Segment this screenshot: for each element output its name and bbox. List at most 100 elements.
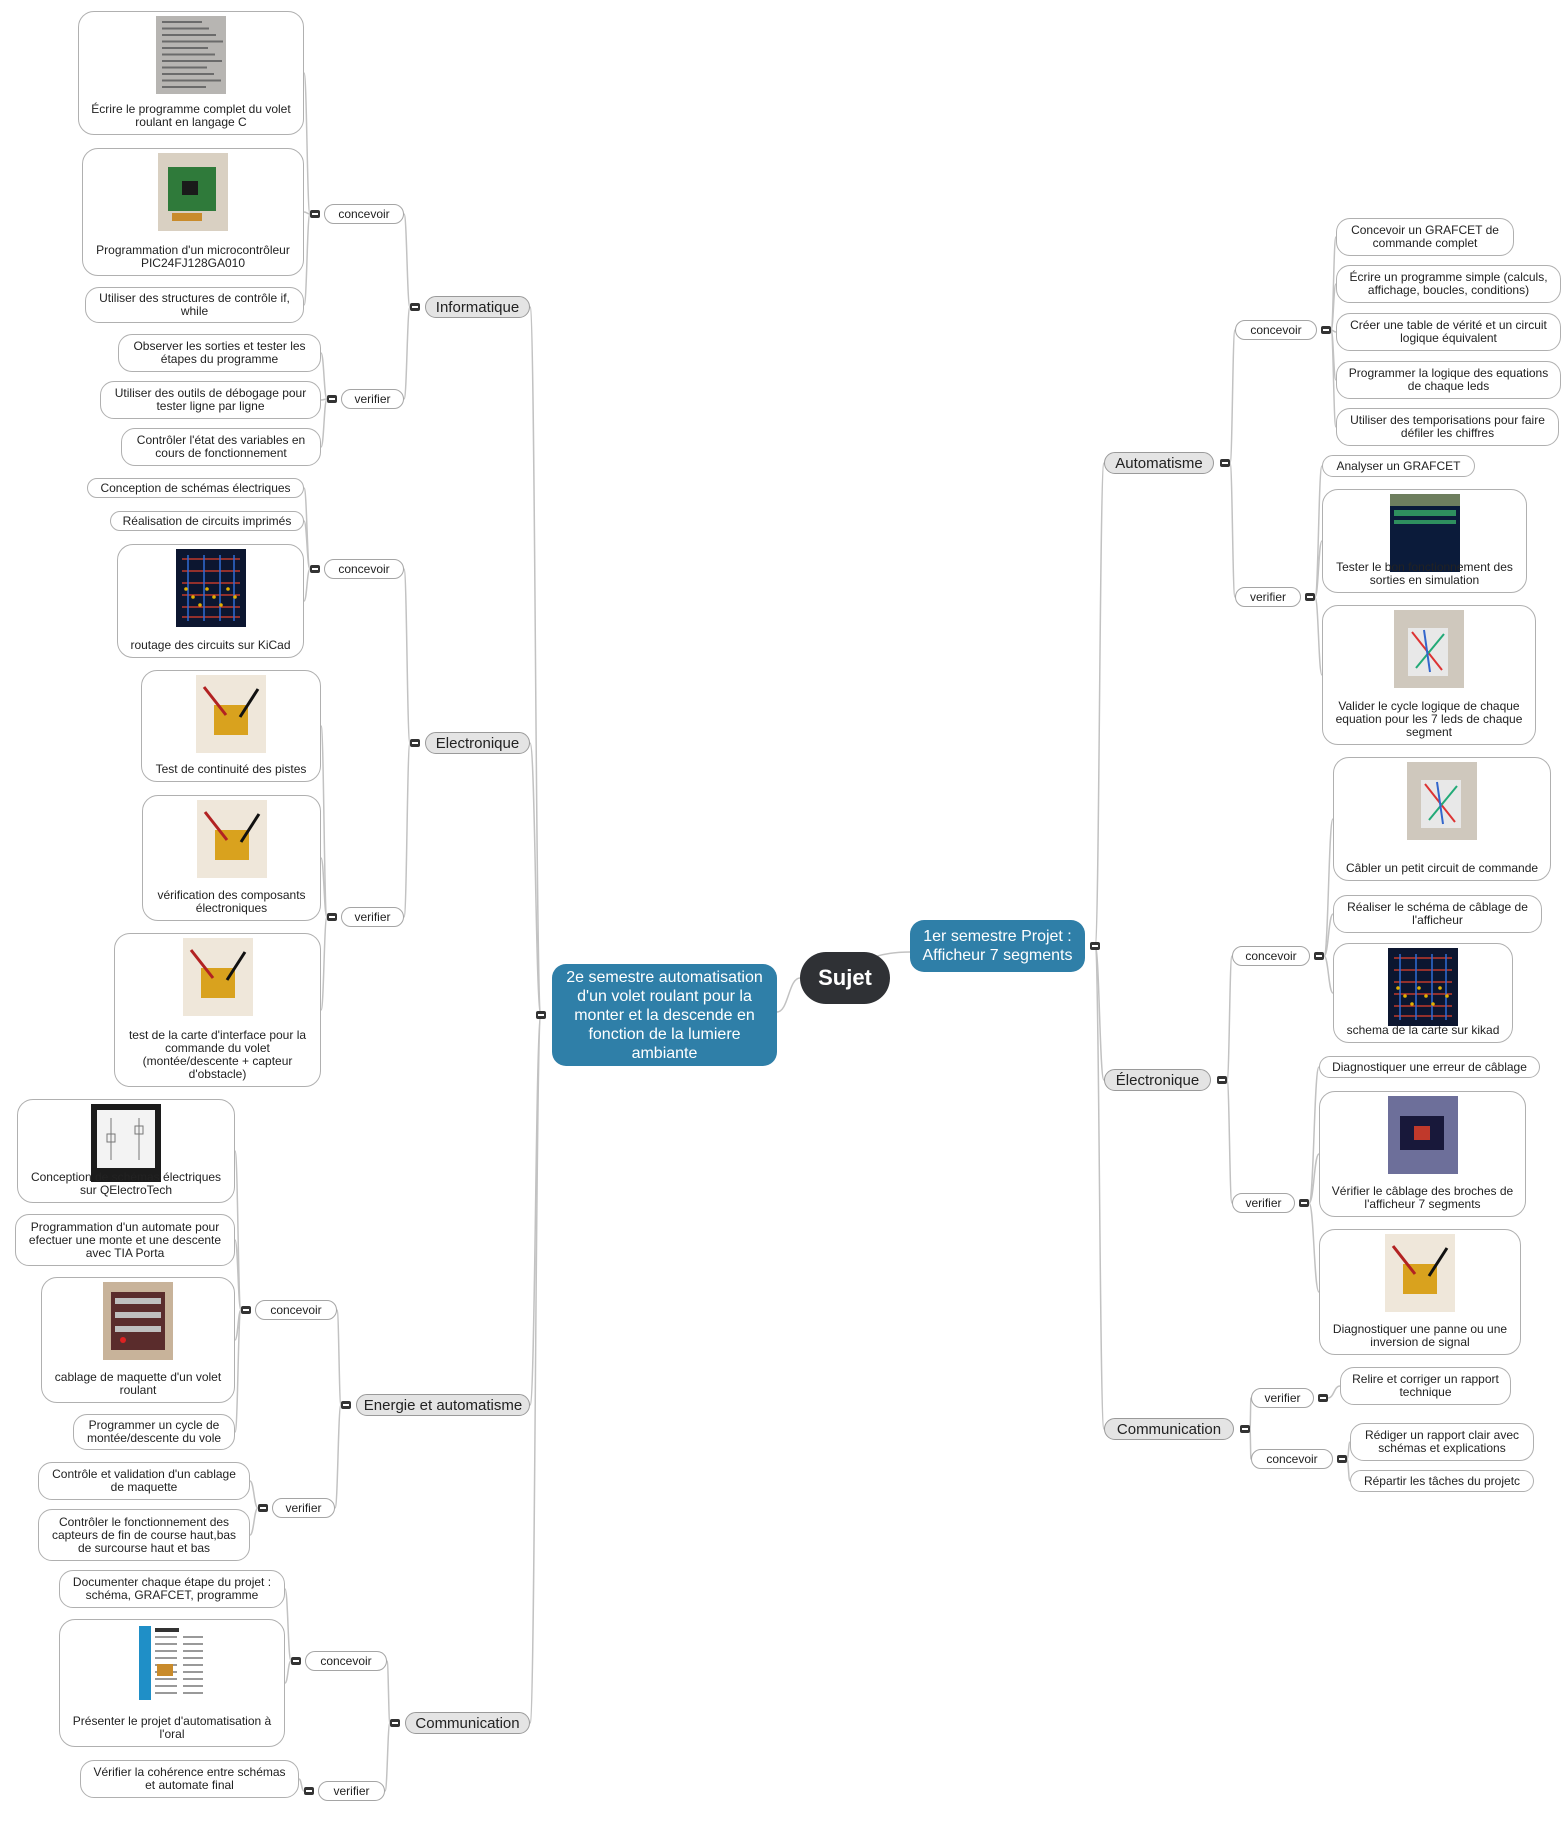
collapse-toggle-icon[interactable] [410, 303, 420, 311]
collapse-toggle-icon[interactable] [390, 1719, 400, 1727]
collapse-toggle-icon[interactable] [291, 1657, 301, 1665]
leaf-informatique-concevoir-0-s2[interactable]: Écrire le programme complet du volet rou… [78, 11, 304, 135]
poster-document-thumbnail [137, 1624, 207, 1705]
leaf-automatisme-verifier-1-s1[interactable]: Tester le bon fonctionnement des sorties… [1322, 489, 1527, 593]
verifier-automatisme-s1[interactable]: verifier [1235, 587, 1301, 607]
leaf-energie-concevoir-0-s2[interactable]: Conception de schémas électriques sur QE… [17, 1099, 235, 1203]
concevoir-communication-s2[interactable]: concevoir [305, 1651, 387, 1671]
leaf-electronique-verifier-0-s2[interactable]: Test de continuité des pistes [141, 670, 321, 782]
collapse-toggle-icon[interactable] [536, 1011, 546, 1019]
collapse-toggle-icon[interactable] [310, 210, 320, 218]
concevoir-automatisme-s1[interactable]: concevoir [1235, 320, 1317, 340]
concevoir-communication-s1[interactable]: concevoir [1251, 1449, 1333, 1469]
category-energie-s2[interactable]: Energie et automatisme [356, 1394, 530, 1416]
leaf-communication-concevoir-0-s1[interactable]: Rédiger un rapport clair avec schémas et… [1350, 1423, 1534, 1461]
leaf-communication-concevoir-1-s1[interactable]: Répartir les tâches du projetc [1350, 1470, 1534, 1492]
concevoir-electronique-s1[interactable]: concevoir [1232, 946, 1310, 966]
leaf-electronique-verifier-1-s1[interactable]: Vérifier le câblage des broches de l'aff… [1319, 1091, 1526, 1217]
collapse-toggle-icon[interactable] [304, 1787, 314, 1795]
leaf-electronique-concevoir-0-s1-text: Câbler un petit circuit de commande [1345, 861, 1539, 875]
leaf-electronique-concevoir-2-s1[interactable]: schema de la carte sur kikad [1333, 943, 1513, 1043]
connector-line [403, 742, 411, 918]
leaf-electronique-concevoir-0-s1[interactable]: Câbler un petit circuit de commande [1333, 757, 1551, 881]
collapse-toggle-icon[interactable] [1337, 1455, 1347, 1463]
leaf-automatisme-concevoir-2-s1[interactable]: Créer une table de vérité et un circuit … [1336, 313, 1561, 351]
category-communication-s1[interactable]: Communication [1104, 1418, 1234, 1440]
leaf-communication-verifier-0-s1[interactable]: Relire et corriger un rapport technique [1340, 1367, 1511, 1405]
leaf-automatisme-concevoir-1-s1[interactable]: Écrire un programme simple (calculs, aff… [1336, 265, 1561, 303]
connector-line [1314, 596, 1323, 676]
collapse-toggle-icon[interactable] [327, 913, 337, 921]
collapse-toggle-icon[interactable] [1318, 1394, 1328, 1402]
leaf-automatisme-verifier-2-s1[interactable]: Valider le cycle logique de chaque equat… [1322, 605, 1536, 745]
collapse-toggle-icon[interactable] [341, 1401, 351, 1409]
leaf-automatisme-verifier-0-s1[interactable]: Analyser un GRAFCET [1322, 455, 1475, 477]
collapse-toggle-icon[interactable] [1090, 942, 1100, 950]
collapse-toggle-icon[interactable] [258, 1504, 268, 1512]
leaf-electronique-concevoir-1-s2[interactable]: Réalisation de circuits imprimés [110, 511, 304, 531]
collapse-toggle-icon[interactable] [1321, 326, 1331, 334]
leaf-automatisme-verifier-1-s1-text: Tester le bon fonctionnement des sorties… [1336, 560, 1513, 587]
collapse-toggle-icon[interactable] [327, 395, 337, 403]
connector-line [1229, 329, 1236, 464]
verifier-energie-s2[interactable]: verifier [272, 1498, 335, 1518]
leaf-electronique-verifier-1-s2[interactable]: vérification des composants électronique… [142, 795, 321, 921]
collapse-toggle-icon[interactable] [410, 739, 420, 747]
verifier-electronique-s2[interactable]: verifier [341, 907, 404, 927]
verifier-electronique-s1-text: verifier [1245, 1196, 1282, 1210]
leaf-automatisme-concevoir-3-s1-text: Programmer la logique des equations de c… [1348, 366, 1549, 393]
leaf-informatique-verifier-2-s2[interactable]: Contrôler l'état des variables en cours … [121, 428, 321, 466]
leaf-electronique-verifier-2-s2-text: test de la carte d'interface pour la com… [128, 1028, 307, 1081]
leaf-informatique-concevoir-2-s2[interactable]: Utiliser des structures de contrôle if, … [85, 287, 304, 323]
category-electronique-s2[interactable]: Electronique [425, 732, 530, 754]
connector-line [1330, 283, 1337, 331]
leaf-electronique-verifier-1-s2-text: vérification des composants électronique… [157, 888, 306, 915]
concevoir-electronique-s2[interactable]: concevoir [324, 559, 404, 579]
verifier-communication-s2[interactable]: verifier [318, 1781, 385, 1801]
collapse-toggle-icon[interactable] [1305, 593, 1315, 601]
verifier-communication-s1[interactable]: verifier [1251, 1388, 1314, 1408]
leaf-electronique-verifier-2-s1[interactable]: Diagnostiquer une panne ou une inversion… [1319, 1229, 1521, 1355]
leaf-energie-verifier-0-s2[interactable]: Contrôle et validation d'un cablage de m… [38, 1462, 250, 1500]
root-node-sujet[interactable]: Sujet [800, 952, 890, 1004]
category-electronique-s1[interactable]: Électronique [1104, 1069, 1211, 1091]
leaf-automatisme-concevoir-0-s1-text: Concevoir un GRAFCET de commande complet [1351, 223, 1499, 250]
leaf-automatisme-concevoir-0-s1[interactable]: Concevoir un GRAFCET de commande complet [1336, 218, 1514, 256]
leaf-informatique-verifier-1-s2[interactable]: Utiliser des outils de débogage pour tes… [100, 381, 321, 419]
leaf-electronique-concevoir-1-s1[interactable]: Réaliser le schéma de câblage de l'affic… [1333, 895, 1542, 933]
leaf-electronique-concevoir-0-s2[interactable]: Conception de schémas électriques [87, 478, 304, 498]
category-electronique-s1-text: Électronique [1115, 1071, 1200, 1089]
display-board-photo-thumbnail [1387, 1096, 1458, 1177]
leaf-electronique-verifier-0-s1[interactable]: Diagnostiquer une erreur de câblage [1319, 1056, 1540, 1078]
collapse-toggle-icon[interactable] [241, 1306, 251, 1314]
category-communication-s2[interactable]: Communication [405, 1712, 530, 1734]
leaf-automatisme-concevoir-3-s1[interactable]: Programmer la logique des equations de c… [1336, 361, 1561, 399]
leaf-automatisme-concevoir-4-s1[interactable]: Utiliser des temporisations pour faire d… [1336, 408, 1559, 446]
leaf-energie-concevoir-3-s2[interactable]: Programmer un cycle de montée/descente d… [73, 1414, 235, 1450]
leaf-informatique-concevoir-1-s2[interactable]: Programmation d'un microcontrôleur PIC24… [82, 148, 304, 276]
topic-semestre-2[interactable]: 2e semestre automatisation d'un volet ro… [552, 964, 777, 1066]
collapse-toggle-icon[interactable] [1299, 1199, 1309, 1207]
collapse-toggle-icon[interactable] [1240, 1425, 1250, 1433]
leaf-energie-verifier-1-s2[interactable]: Contrôler le fonctionnement des capteurs… [38, 1509, 250, 1561]
leaf-informatique-verifier-0-s2[interactable]: Observer les sorties et tester les étape… [118, 334, 321, 372]
concevoir-energie-s2[interactable]: concevoir [255, 1300, 337, 1320]
collapse-toggle-icon[interactable] [310, 565, 320, 573]
leaf-energie-concevoir-1-s2[interactable]: Programmation d'un automate pour efectue… [15, 1214, 235, 1266]
leaf-electronique-verifier-2-s2[interactable]: test de la carte d'interface pour la com… [114, 933, 321, 1087]
leaf-communication-concevoir-1-s2[interactable]: Présenter le projet d'automatisation à l… [59, 1619, 285, 1747]
leaf-electronique-concevoir-2-s2[interactable]: routage des circuits sur KiCad [117, 544, 304, 658]
verifier-electronique-s1[interactable]: verifier [1232, 1193, 1295, 1213]
category-informatique-s2[interactable]: Informatique [425, 296, 530, 318]
leaf-energie-concevoir-2-s2[interactable]: cablage de maquette d'un volet roulant [41, 1277, 235, 1403]
leaf-communication-concevoir-0-s2[interactable]: Documenter chaque étape du projet : sché… [59, 1570, 285, 1608]
leaf-communication-verifier-0-s2[interactable]: Vérifier la cohérence entre schémas et a… [80, 1760, 299, 1798]
collapse-toggle-icon[interactable] [1220, 459, 1230, 467]
collapse-toggle-icon[interactable] [1217, 1076, 1227, 1084]
verifier-informatique-s2[interactable]: verifier [341, 389, 404, 409]
topic-semestre-1[interactable]: 1er semestre Projet : Afficheur 7 segmen… [910, 920, 1085, 972]
category-automatisme-s1[interactable]: Automatisme [1104, 452, 1214, 474]
collapse-toggle-icon[interactable] [1314, 952, 1324, 960]
connector-line [1323, 955, 1334, 994]
concevoir-informatique-s2[interactable]: concevoir [324, 204, 404, 224]
